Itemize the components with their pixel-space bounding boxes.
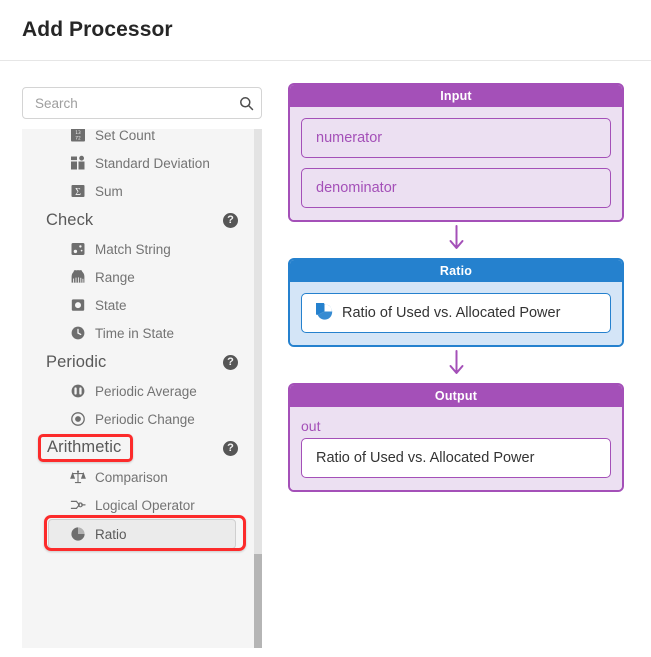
dialog-header: Add Processor [0, 0, 651, 61]
list-item-label: Range [95, 269, 135, 285]
input-card: Input numerator denominator [288, 83, 624, 222]
list-item-label: Comparison [95, 469, 168, 485]
list-item-label: Ratio [95, 526, 127, 542]
list-item-wrapper: 13 72 Set Count [22, 129, 254, 149]
sum-icon: Σ [71, 185, 85, 198]
list-scrollbar[interactable] [254, 129, 262, 648]
output-card-body: out Ratio of Used vs. Allocated Power [290, 407, 622, 490]
list-item-wrapper: State [22, 291, 254, 319]
connector-arrow-input-to-processor [288, 222, 624, 258]
processor-slot-label: Ratio of Used vs. Allocated Power [342, 305, 561, 321]
svg-text:Σ: Σ [75, 187, 81, 198]
set-count-icon: 13 72 [71, 129, 85, 142]
list-scrollbar-thumb[interactable] [254, 554, 262, 648]
search-field[interactable] [22, 87, 262, 119]
ratio-icon [310, 299, 333, 324]
list-item-wrapper: Periodic Average [22, 377, 254, 405]
logical-operator-icon [70, 500, 86, 509]
list-item-label: Match String [95, 241, 171, 257]
section-header-arithmetic[interactable]: Arithmetic? [22, 433, 254, 463]
processor-flow-diagram: Input numerator denominator Ratio [264, 61, 651, 657]
arrow-down-icon [448, 349, 465, 381]
list-item-state[interactable]: State [22, 291, 254, 319]
section-title: Arithmetic [38, 434, 134, 462]
list-item-label: Standard Deviation [95, 155, 210, 171]
output-slot-label: Ratio of Used vs. Allocated Power [316, 450, 535, 466]
list-item-wrapper: Time in State [22, 319, 254, 347]
search-input[interactable] [23, 95, 231, 111]
list-item-label: Logical Operator [95, 497, 195, 513]
svg-text:13: 13 [75, 130, 81, 136]
time-in-state-icon [71, 326, 85, 340]
processor-card-header: Ratio [290, 260, 622, 282]
list-item-wrapper: Ratio [22, 515, 254, 551]
ratio-icon [71, 527, 85, 541]
list-item-time-in-state[interactable]: Time in State [22, 319, 254, 347]
processor-card-body: Ratio of Used vs. Allocated Power [290, 282, 622, 345]
list-item-match-string[interactable]: Match String [22, 235, 254, 263]
list-item-wrapper: Range [22, 263, 254, 291]
list-item-wrapper: Match String [22, 235, 254, 263]
help-icon[interactable]: ? [223, 354, 238, 370]
state-icon [71, 299, 85, 311]
list-item-periodic-average[interactable]: Periodic Average [22, 377, 254, 405]
list-item-wrapper: Σ Sum [22, 177, 254, 205]
svg-text:72: 72 [75, 135, 81, 141]
list-item-wrapper: Comparison [22, 463, 254, 491]
list-item-label: Time in State [95, 325, 175, 341]
list-item-label: Sum [95, 183, 123, 199]
input-slot-numerator[interactable]: numerator [301, 118, 611, 158]
input-slot-denominator[interactable]: denominator [301, 168, 611, 208]
input-slot-denominator-label: denominator [316, 180, 397, 196]
list-item-label: Periodic Change [95, 411, 195, 427]
periodic-change-icon [71, 412, 85, 426]
list-item-label: Set Count [95, 129, 156, 143]
list-item-comparison[interactable]: Comparison [22, 463, 254, 491]
match-string-icon [71, 243, 85, 255]
input-slot-numerator-label: numerator [316, 130, 383, 146]
help-icon[interactable]: ? [223, 440, 238, 456]
section-title: Periodic [46, 352, 107, 371]
list-item-ratio[interactable]: Ratio [48, 519, 236, 549]
output-card: Output out Ratio of Used vs. Allocated P… [288, 383, 624, 492]
list-item-periodic-change[interactable]: Periodic Change [22, 405, 254, 433]
help-icon[interactable]: ? [223, 212, 238, 228]
list-item-set-count[interactable]: 13 72 Set Count [22, 129, 254, 149]
list-item-standard-deviation[interactable]: Standard Deviation [22, 149, 254, 177]
arrow-down-icon [448, 224, 465, 256]
output-port-label: out [301, 418, 321, 434]
list-item-range[interactable]: Range [22, 263, 254, 291]
section-title: Check [46, 210, 94, 229]
list-item-wrapper: Standard Deviation [22, 149, 254, 177]
list-item-label: State [95, 297, 127, 313]
standard-deviation-icon [71, 155, 85, 170]
section-header-periodic[interactable]: Periodic? [22, 347, 254, 377]
list-item-wrapper: Periodic Change [22, 405, 254, 433]
periodic-average-icon [71, 384, 85, 398]
input-card-header: Input [290, 85, 622, 107]
page-title: Add Processor [22, 18, 173, 41]
list-item-sum[interactable]: Σ Sum [22, 177, 254, 205]
search-icon[interactable] [231, 96, 261, 111]
range-icon [71, 270, 85, 283]
connector-arrow-processor-to-output [288, 347, 624, 383]
list-item-wrapper: Logical Operator [22, 491, 254, 519]
processor-slot[interactable]: Ratio of Used vs. Allocated Power [301, 293, 611, 333]
output-slot[interactable]: Ratio of Used vs. Allocated Power [301, 438, 611, 478]
processor-card: Ratio Ratio of Used vs. Allocated Power [288, 258, 624, 347]
list-item-logical-operator[interactable]: Logical Operator [22, 491, 254, 519]
comparison-icon [70, 470, 86, 484]
input-card-body: numerator denominator [290, 107, 622, 220]
output-card-header: Output [290, 385, 622, 407]
section-header-check[interactable]: Check? [22, 205, 254, 235]
list-item-label: Periodic Average [95, 383, 197, 399]
